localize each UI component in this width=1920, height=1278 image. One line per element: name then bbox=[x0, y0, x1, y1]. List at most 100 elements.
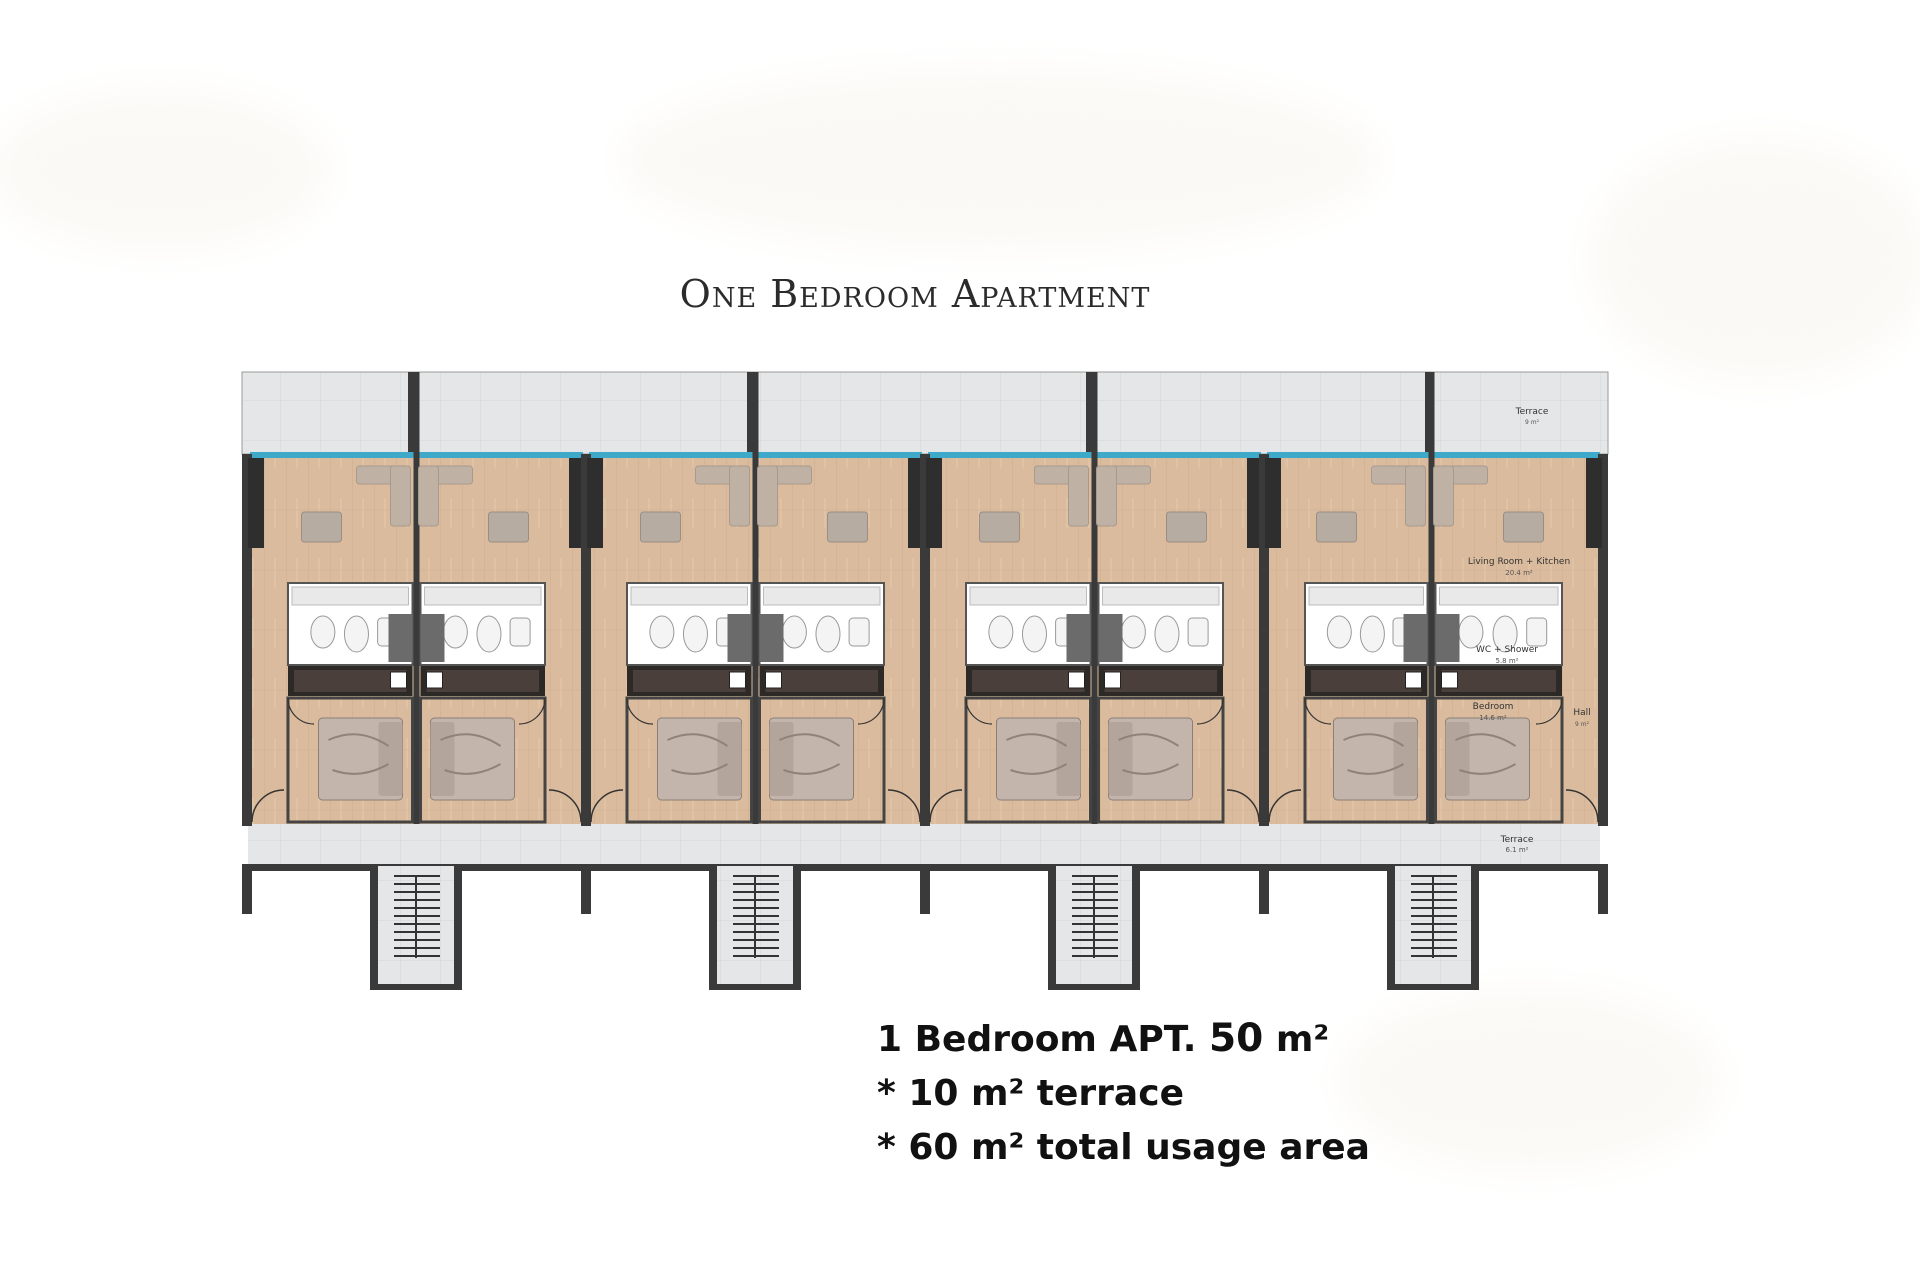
bedroom-label: Bedroom bbox=[1473, 702, 1514, 712]
living-room-area: 20.4 m² bbox=[1505, 569, 1533, 577]
door-arc bbox=[1196, 697, 1224, 725]
stair-wall bbox=[709, 866, 717, 990]
service-shaft bbox=[420, 614, 445, 662]
spec-apartment-label: 1 Bedroom APT. bbox=[877, 1019, 1197, 1060]
hall-label: Hall bbox=[1573, 708, 1590, 718]
railing bbox=[462, 866, 591, 871]
hall-area: 9 m² bbox=[1575, 721, 1590, 728]
bed-pillow bbox=[769, 722, 794, 796]
toilet-icon bbox=[1359, 615, 1385, 653]
apartment-unit bbox=[251, 465, 414, 824]
table-icon bbox=[1503, 511, 1544, 543]
spec-total-line: * 60 m² total usage area bbox=[877, 1127, 1370, 1168]
apartment-pair bbox=[581, 372, 930, 990]
vanity-counter bbox=[969, 586, 1087, 606]
column-square bbox=[390, 671, 407, 689]
top-terrace bbox=[241, 371, 1609, 455]
corner-column bbox=[248, 458, 264, 548]
table-icon bbox=[979, 511, 1020, 543]
table-icon bbox=[301, 511, 342, 543]
room-labels: Terrace 9 m² Living Room + Kitchen 20.4 … bbox=[1468, 407, 1591, 854]
sofa-icon bbox=[1405, 465, 1426, 527]
column-square bbox=[1405, 671, 1422, 689]
spec-terrace-line: * 10 m² terrace bbox=[877, 1073, 1184, 1114]
wardrobe-doors bbox=[1104, 670, 1217, 692]
door-arc bbox=[1535, 697, 1563, 725]
wardrobe-doors bbox=[294, 670, 407, 692]
wc-shower-label: WC + Shower bbox=[1476, 645, 1538, 655]
door-arc bbox=[590, 789, 624, 823]
door-arc bbox=[251, 789, 285, 823]
railing bbox=[930, 866, 1048, 871]
apartment-unit bbox=[590, 465, 753, 824]
sink-icon bbox=[310, 615, 336, 649]
vanity-counter bbox=[763, 586, 881, 606]
corner-column bbox=[587, 458, 603, 548]
outer-wall-left bbox=[920, 454, 930, 826]
sink-icon bbox=[442, 615, 468, 649]
party-wall bbox=[1428, 372, 1435, 824]
bedroom-walls bbox=[286, 696, 414, 824]
door-arc bbox=[1304, 697, 1332, 725]
wc-shower-area: 5.8 m² bbox=[1496, 657, 1519, 665]
door-arc bbox=[887, 789, 921, 823]
railing-post bbox=[1598, 866, 1608, 914]
party-wall bbox=[1091, 372, 1098, 824]
party-wall bbox=[752, 372, 759, 824]
stair-wall bbox=[709, 984, 801, 990]
bed-pillow bbox=[1108, 722, 1133, 796]
bed-cover-folds bbox=[1343, 733, 1405, 775]
bed-pillow bbox=[1056, 722, 1081, 796]
vanity-counter bbox=[424, 586, 542, 606]
party-wall bbox=[413, 372, 420, 824]
apartment-unit bbox=[1433, 465, 1599, 824]
table-icon bbox=[1316, 511, 1357, 543]
wardrobe-doors bbox=[1441, 670, 1556, 692]
service-shaft bbox=[1066, 614, 1091, 662]
bed-cover-folds bbox=[779, 733, 841, 775]
specs-block: 1 Bedroom APT. 50 m² * 10 m² terrace * 6… bbox=[877, 1012, 1370, 1175]
bed-pillow bbox=[378, 722, 403, 796]
bedroom-walls bbox=[1097, 696, 1225, 824]
terrace-divider bbox=[1086, 372, 1094, 454]
sofa-icon bbox=[390, 465, 411, 527]
corner-column bbox=[1586, 458, 1602, 548]
bedroom-walls bbox=[964, 696, 1092, 824]
column-square bbox=[1441, 671, 1458, 689]
bed-cover-folds bbox=[1455, 733, 1517, 775]
spec-apartment-unit: m² bbox=[1275, 1019, 1330, 1060]
sink-icon bbox=[649, 615, 675, 649]
table-icon bbox=[640, 511, 681, 543]
column-square bbox=[1068, 671, 1085, 689]
vanity-counter bbox=[1439, 586, 1559, 606]
outer-wall-left bbox=[581, 454, 591, 826]
service-shaft bbox=[1435, 614, 1460, 662]
outer-wall-left bbox=[1259, 454, 1269, 826]
spec-apartment-line: 1 Bedroom APT. 50 m² bbox=[877, 1012, 1370, 1067]
bed-pillow bbox=[717, 722, 742, 796]
railing bbox=[591, 866, 709, 871]
stair-wall bbox=[1387, 984, 1479, 990]
door-arc bbox=[857, 697, 885, 725]
door-arc bbox=[626, 697, 654, 725]
bed-cover-folds bbox=[1118, 733, 1180, 775]
sofa-icon bbox=[418, 465, 439, 527]
toilet-icon bbox=[682, 615, 708, 653]
shower-tray bbox=[509, 617, 531, 647]
sofa-icon bbox=[1096, 465, 1117, 527]
sink-icon bbox=[988, 615, 1014, 649]
vanity-counter bbox=[1102, 586, 1220, 606]
toilet-icon bbox=[815, 615, 841, 653]
wardrobe-doors bbox=[426, 670, 539, 692]
railing-post bbox=[242, 866, 252, 914]
service-shaft bbox=[1403, 614, 1428, 662]
shower-tray bbox=[1187, 617, 1209, 647]
sink-icon bbox=[781, 615, 807, 649]
bed-pillow bbox=[430, 722, 455, 796]
shower-tray bbox=[848, 617, 870, 647]
door-arc bbox=[287, 697, 315, 725]
service-shaft bbox=[727, 614, 752, 662]
service-shaft bbox=[388, 614, 413, 662]
stair-wall bbox=[1048, 984, 1140, 990]
